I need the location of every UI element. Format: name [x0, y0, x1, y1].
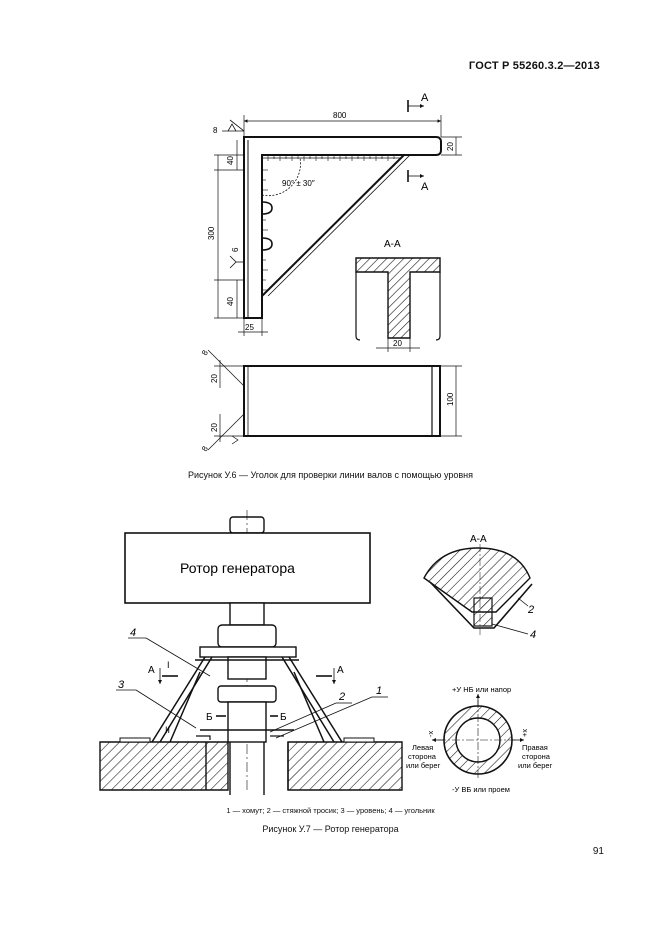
- shaft-body: [199, 602, 297, 795]
- weld-plan-top: 8: [200, 348, 210, 357]
- dim-length-line: [243, 115, 442, 137]
- dim-section-web: 20: [393, 339, 402, 348]
- orient-left-side-2: сторона: [408, 752, 437, 761]
- bracket-frame: [151, 656, 343, 743]
- figure1-caption: Рисунок У.6 — Уголок для проверки линии …: [188, 470, 473, 480]
- orient-left-side-3: или берег: [406, 761, 441, 770]
- callout-2: 2: [338, 691, 345, 703]
- mark-roman-1: I: [167, 660, 170, 670]
- callout-4-section: 4: [530, 629, 536, 641]
- orient-right-side-3: или берег: [518, 761, 553, 770]
- orientation-ring: [432, 694, 524, 780]
- orient-left-side-1: Левая: [412, 743, 433, 752]
- orient-minus-y: -У ВБ или проем: [452, 785, 510, 794]
- bracket-plan-view: [243, 365, 441, 437]
- callout-3: 3: [118, 679, 125, 691]
- dim-plan-width: 100: [446, 392, 455, 406]
- mark-roman-2: II: [165, 725, 170, 735]
- section-mark-bottom: [407, 170, 424, 182]
- weld-plan-bottom: 8: [200, 444, 210, 453]
- callout-leaders: [116, 637, 388, 739]
- dim-vertical-lines: [214, 140, 244, 319]
- weld-symbol-mid: [229, 255, 244, 269]
- weld-mid: 6: [231, 247, 240, 252]
- dim-plan-bottom: 20: [210, 423, 219, 432]
- dim-upper-gap: 40: [226, 156, 235, 165]
- weld-symbol-top: [222, 119, 245, 132]
- mark-a-right: А: [337, 665, 344, 676]
- section-label-top: А: [421, 92, 429, 104]
- orient-minus-x: -х: [426, 731, 435, 737]
- scale-ticks-side: [262, 169, 268, 291]
- bracket-elevation: [243, 136, 442, 319]
- figure-bracket-drawing: 90° ± 30″ 800 А А 20 8 40 300 40: [200, 92, 462, 453]
- dim-flange: 20: [446, 142, 455, 151]
- document-header: ГОСТ Р 55260.3.2—2013: [468, 60, 600, 72]
- section-aa-drawing: [355, 257, 441, 352]
- dim-thickness-line: [238, 318, 268, 336]
- dim-lower-gap: 40: [226, 297, 235, 306]
- orient-plus-y: +У НБ или напор: [452, 685, 511, 694]
- figure-generator-rotor: Ротор генератора А: [99, 510, 553, 795]
- dim-plan-top: 20: [210, 374, 219, 383]
- orient-right-side-1: Правая: [522, 743, 548, 752]
- section-aa-title: А-А: [384, 239, 401, 250]
- dim-angle: 90° ± 30″: [282, 179, 315, 188]
- mark-a-left: А: [148, 665, 155, 676]
- scale-ticks-top: [267, 155, 395, 161]
- dim-height: 300: [207, 226, 216, 240]
- figure2-legend: 1 — хомут; 2 — стяжной тросик; 3 — урове…: [226, 806, 435, 815]
- section-marks-a: [158, 668, 336, 684]
- foundation: [99, 737, 403, 791]
- rotor-label: Ротор генератора: [180, 560, 295, 576]
- dim-thickness: 25: [245, 323, 254, 332]
- page-number: 91: [592, 846, 604, 857]
- plan-dims-lines: [207, 349, 462, 451]
- section-aa-title-2: А-А: [470, 534, 487, 545]
- orient-plus-x: +х: [520, 729, 529, 737]
- mark-b-right: Б: [280, 712, 287, 723]
- orient-right-side-2: сторона: [522, 752, 551, 761]
- dim-length: 800: [333, 111, 347, 120]
- weld-top: 8: [213, 126, 218, 135]
- mark-b-left: Б: [206, 712, 213, 723]
- figure2-caption: Рисунок У.7 — Ротор генератора: [262, 824, 399, 834]
- section-aa-detail: [423, 544, 533, 635]
- section-mark-top: [407, 100, 424, 112]
- callout-4: 4: [130, 627, 136, 639]
- section-label-bottom: А: [421, 181, 429, 193]
- callout-1: 1: [376, 685, 382, 697]
- dim-flange-line: [441, 136, 462, 156]
- callout-2-section: 2: [527, 604, 534, 616]
